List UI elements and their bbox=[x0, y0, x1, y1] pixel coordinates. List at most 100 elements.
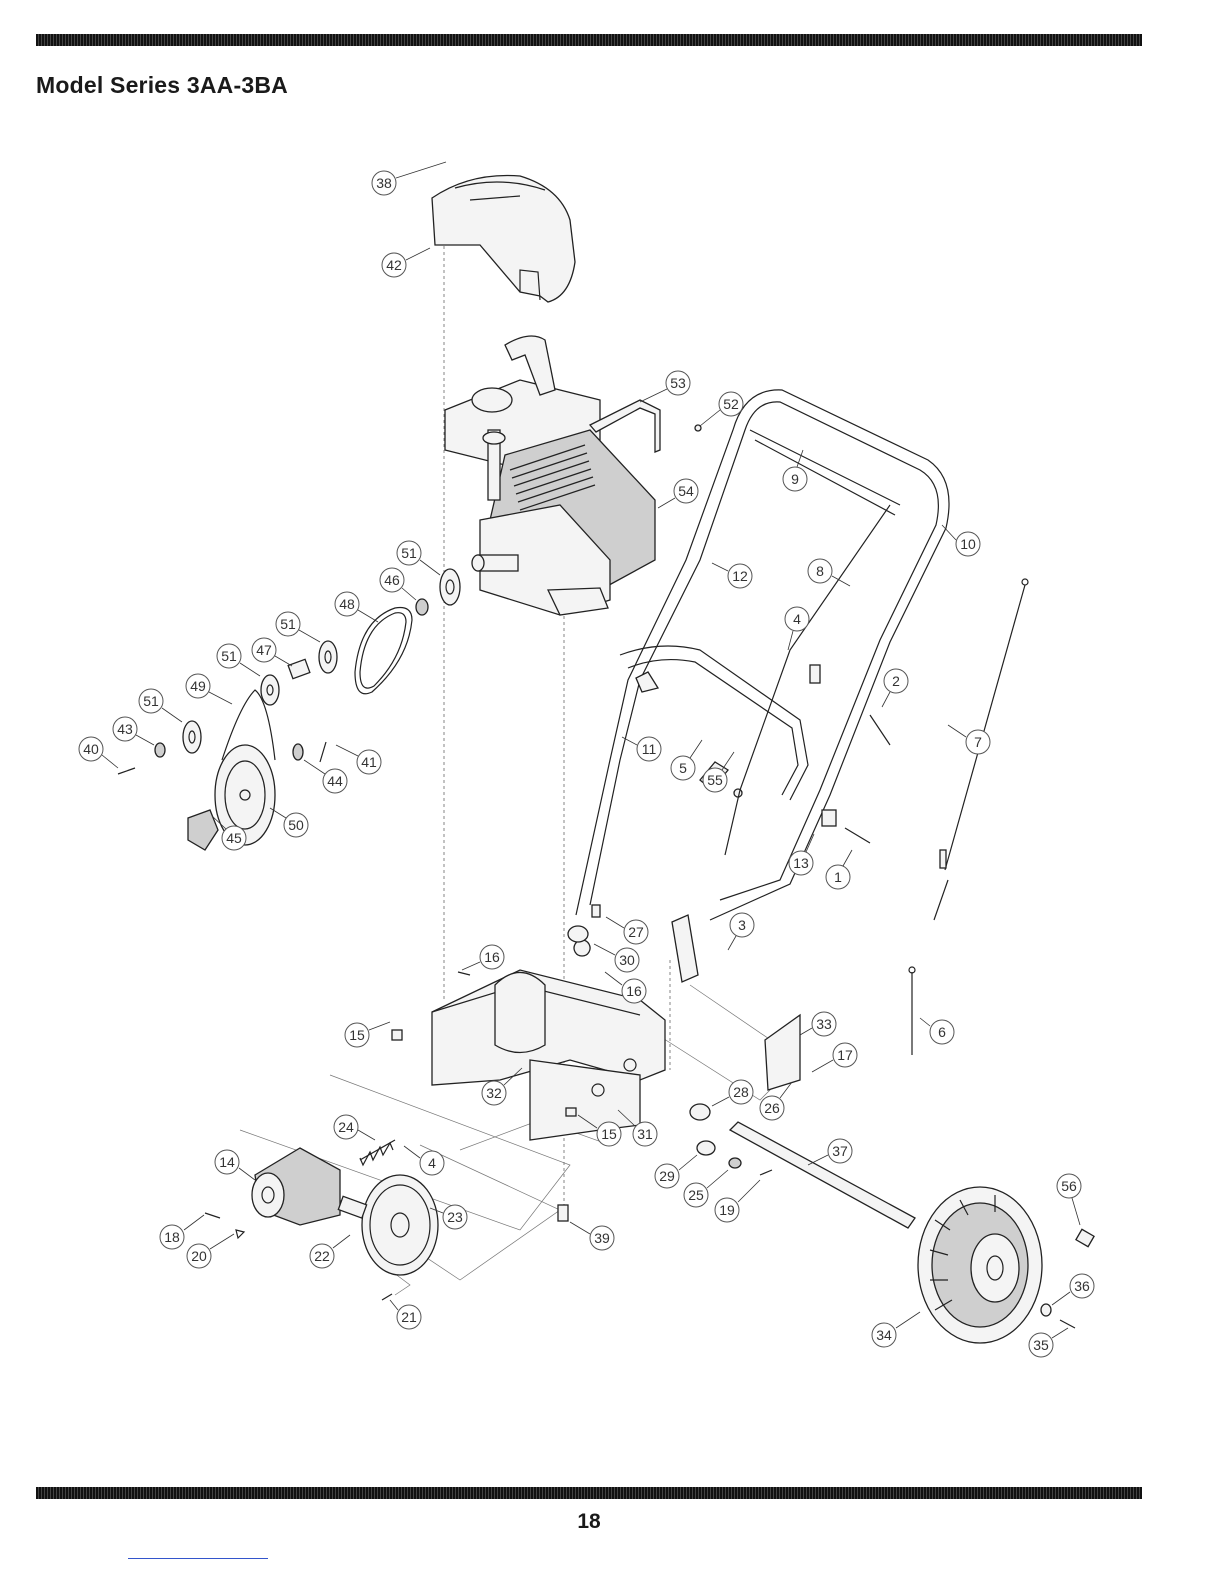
svg-text:29: 29 bbox=[659, 1168, 675, 1184]
callout-47: 47 bbox=[252, 638, 292, 666]
callout-41: 41 bbox=[336, 745, 381, 774]
callout-28: 28 bbox=[712, 1080, 753, 1106]
svg-text:51: 51 bbox=[280, 616, 296, 632]
callout-4b: 4 bbox=[404, 1146, 444, 1175]
callout-50: 50 bbox=[270, 808, 308, 837]
svg-text:48: 48 bbox=[339, 596, 355, 612]
svg-text:11: 11 bbox=[642, 741, 657, 757]
svg-text:8: 8 bbox=[816, 563, 824, 579]
callout-44: 44 bbox=[304, 760, 347, 793]
callout-36: 36 bbox=[1052, 1274, 1094, 1305]
svg-text:37: 37 bbox=[832, 1143, 848, 1159]
bottom-rule bbox=[36, 1487, 1142, 1499]
callout-51a: 51 bbox=[397, 541, 440, 575]
callout-5: 5 bbox=[671, 740, 702, 780]
svg-text:14: 14 bbox=[219, 1154, 235, 1170]
svg-text:10: 10 bbox=[960, 536, 976, 552]
svg-text:33: 33 bbox=[816, 1016, 832, 1032]
svg-text:16: 16 bbox=[626, 983, 642, 999]
svg-text:9: 9 bbox=[791, 471, 799, 487]
svg-text:27: 27 bbox=[628, 924, 644, 940]
svg-text:39: 39 bbox=[594, 1230, 610, 1246]
callout-43: 43 bbox=[113, 717, 154, 745]
svg-text:45: 45 bbox=[226, 830, 242, 846]
callout-49: 49 bbox=[186, 674, 232, 704]
svg-text:31: 31 bbox=[637, 1126, 653, 1142]
callout-22: 22 bbox=[310, 1235, 350, 1268]
svg-text:13: 13 bbox=[793, 855, 809, 871]
svg-text:52: 52 bbox=[723, 396, 739, 412]
svg-text:43: 43 bbox=[117, 721, 133, 737]
callout-30: 30 bbox=[594, 944, 639, 972]
callout-11: 11 bbox=[622, 737, 661, 761]
svg-text:44: 44 bbox=[327, 773, 343, 789]
engine-shroud bbox=[432, 175, 575, 302]
page-number: 18 bbox=[0, 1510, 1178, 1534]
svg-text:21: 21 bbox=[401, 1309, 417, 1325]
svg-text:1: 1 bbox=[834, 869, 842, 885]
callout-40: 40 bbox=[79, 737, 118, 768]
callout-35: 35 bbox=[1029, 1328, 1068, 1357]
svg-text:34: 34 bbox=[876, 1327, 892, 1343]
svg-text:38: 38 bbox=[376, 175, 392, 191]
callout-19: 19 bbox=[715, 1180, 760, 1222]
callout-37: 37 bbox=[808, 1139, 852, 1165]
svg-text:55: 55 bbox=[707, 772, 723, 788]
svg-text:30: 30 bbox=[619, 952, 635, 968]
svg-text:4: 4 bbox=[793, 611, 801, 627]
wheel-and-axle bbox=[730, 1122, 1094, 1343]
svg-text:26: 26 bbox=[764, 1100, 780, 1116]
svg-text:22: 22 bbox=[314, 1248, 330, 1264]
footer-link-underline bbox=[128, 1558, 268, 1559]
pulley-assembly bbox=[118, 569, 460, 850]
callout-33: 33 bbox=[800, 1012, 836, 1036]
callout-10: 10 bbox=[942, 525, 980, 556]
svg-text:50: 50 bbox=[288, 817, 304, 833]
svg-text:51: 51 bbox=[143, 693, 159, 709]
callout-14: 14 bbox=[215, 1150, 255, 1180]
callout-27: 27 bbox=[606, 917, 648, 944]
svg-text:24: 24 bbox=[338, 1119, 354, 1135]
callout-48: 48 bbox=[335, 592, 378, 622]
callout-38: 38 bbox=[372, 162, 446, 195]
callout-29: 29 bbox=[655, 1155, 697, 1188]
svg-text:35: 35 bbox=[1033, 1337, 1049, 1353]
svg-text:46: 46 bbox=[384, 572, 400, 588]
svg-text:49: 49 bbox=[190, 678, 206, 694]
svg-text:51: 51 bbox=[401, 545, 417, 561]
svg-text:6: 6 bbox=[938, 1024, 946, 1040]
callout-34: 34 bbox=[872, 1312, 920, 1347]
svg-text:51: 51 bbox=[221, 648, 237, 664]
svg-text:23: 23 bbox=[447, 1209, 463, 1225]
callout-1: 1 bbox=[826, 850, 852, 889]
svg-text:3: 3 bbox=[738, 917, 746, 933]
callout-16a: 16 bbox=[462, 945, 504, 970]
svg-text:54: 54 bbox=[678, 483, 694, 499]
svg-text:2: 2 bbox=[892, 673, 900, 689]
callout-24: 24 bbox=[334, 1115, 375, 1140]
callout-12: 12 bbox=[712, 563, 752, 588]
svg-text:19: 19 bbox=[719, 1202, 735, 1218]
svg-text:12: 12 bbox=[732, 568, 748, 584]
svg-text:56: 56 bbox=[1061, 1178, 1077, 1194]
callout-39: 39 bbox=[570, 1222, 614, 1250]
svg-text:15: 15 bbox=[349, 1027, 365, 1043]
callout-17: 17 bbox=[812, 1043, 857, 1072]
callout-21: 21 bbox=[390, 1300, 421, 1329]
callout-51b: 51 bbox=[276, 612, 320, 642]
callout-42: 42 bbox=[382, 248, 430, 277]
svg-text:36: 36 bbox=[1074, 1278, 1090, 1294]
svg-text:42: 42 bbox=[386, 257, 402, 273]
svg-text:20: 20 bbox=[191, 1248, 207, 1264]
svg-text:25: 25 bbox=[688, 1187, 704, 1203]
svg-text:40: 40 bbox=[83, 741, 99, 757]
callout-53: 53 bbox=[640, 371, 690, 402]
svg-text:32: 32 bbox=[486, 1085, 502, 1101]
callout-6: 6 bbox=[920, 1018, 954, 1044]
svg-text:16: 16 bbox=[484, 949, 500, 965]
callout-55: 55 bbox=[703, 752, 734, 792]
svg-text:28: 28 bbox=[733, 1084, 749, 1100]
callout-15a: 15 bbox=[345, 1022, 390, 1047]
callout-7: 7 bbox=[948, 725, 990, 754]
